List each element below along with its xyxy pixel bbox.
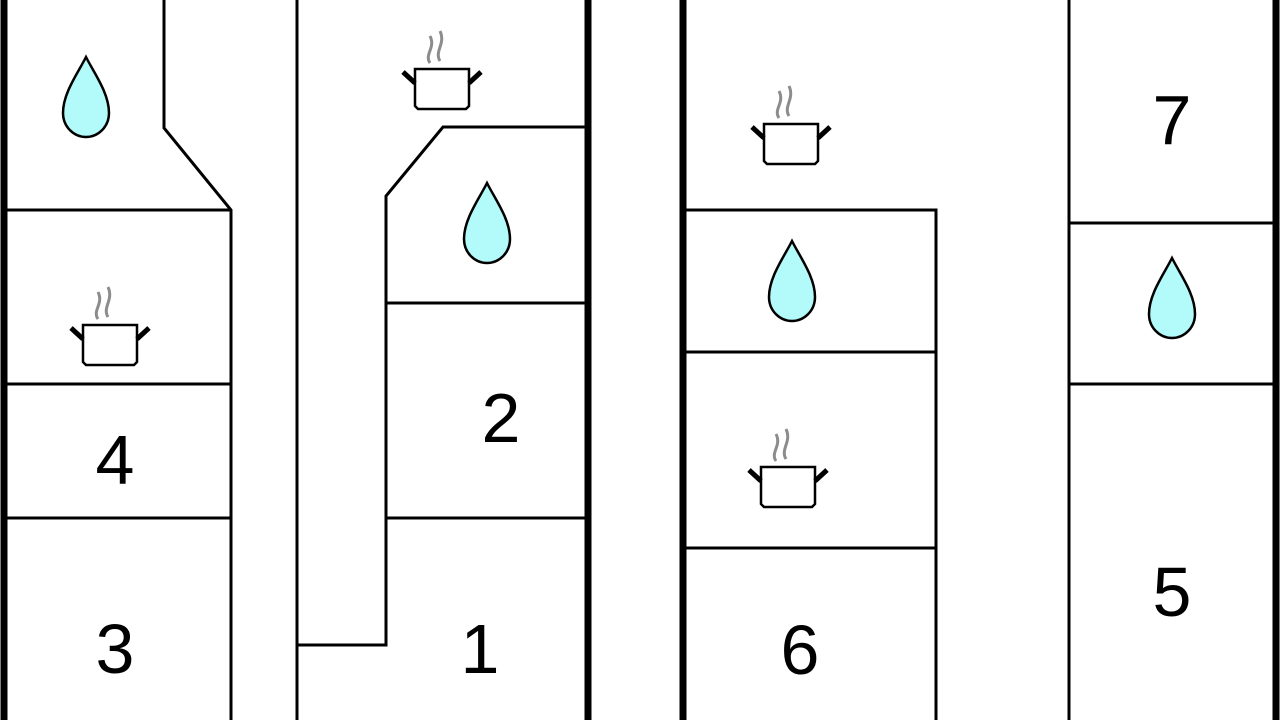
- water-drop-icon: [767, 239, 817, 323]
- room-label-5: 5: [1153, 553, 1192, 631]
- wall-corridor-left: [162, 0, 233, 720]
- steaming-pot-icon: [71, 287, 149, 365]
- water-drop-icon: [462, 181, 512, 265]
- steaming-pot-icon: [403, 31, 481, 109]
- steaming-pot-icon: [752, 86, 830, 164]
- room-label-1: 1: [461, 610, 500, 688]
- room-label-3: 3: [96, 610, 135, 688]
- water-drop-icon: [1147, 256, 1197, 340]
- steaming-pot-icon: [749, 429, 827, 507]
- room-label-2: 2: [482, 379, 521, 457]
- room-label-6: 6: [781, 611, 820, 689]
- water-drop-icon: [61, 55, 111, 139]
- room-label-4: 4: [96, 421, 135, 499]
- room-label-7: 7: [1153, 81, 1192, 159]
- wall-room-2: [297, 125, 586, 647]
- wall-room-6: [685, 208, 938, 720]
